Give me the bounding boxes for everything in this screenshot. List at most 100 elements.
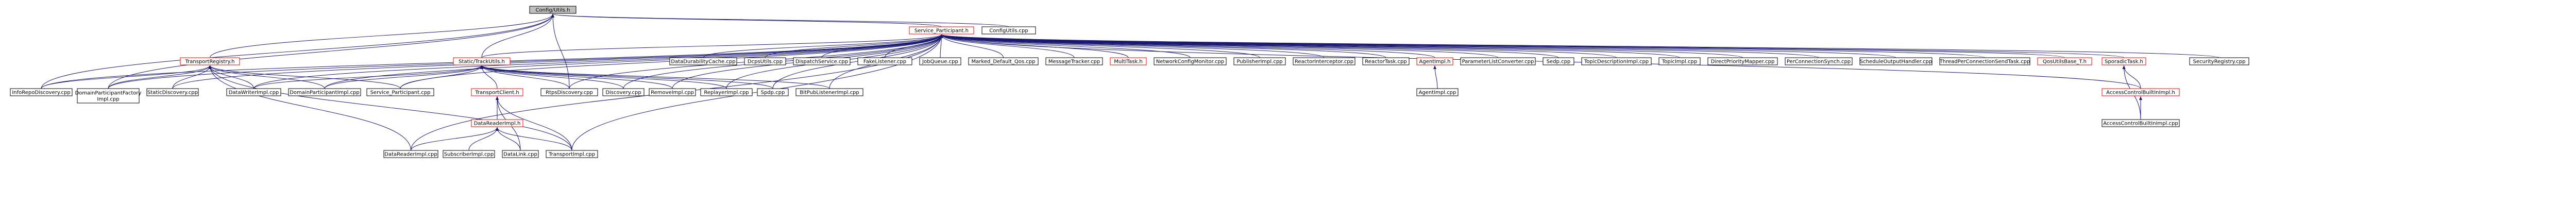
node-domain-participant-impl[interactable]: DomainParticipantImpl.cpp	[288, 88, 361, 96]
node-config-h[interactable]: Config/Utils.h	[529, 6, 577, 14]
node-info-repo-discovery[interactable]: InfoRepoDiscovery.cpp	[10, 88, 73, 96]
node-box[interactable]	[2102, 119, 2180, 127]
node-static-discovery[interactable]: StaticDiscovery.cpp	[146, 88, 199, 96]
node-box[interactable]	[77, 88, 140, 104]
node-box[interactable]	[529, 6, 577, 14]
node-message-tracker[interactable]: MessageTracker.cpp	[1045, 57, 1103, 65]
node-box[interactable]	[1859, 57, 1933, 65]
node-access-control-impl-cpp[interactable]: AccessControlBuiltInImpl.cpp	[2102, 119, 2180, 127]
node-agent-impl-cpp[interactable]: AgentImpl.cpp	[1416, 88, 1459, 96]
node-box[interactable]	[540, 88, 598, 96]
node-parameter-list-converter[interactable]: ParameterListConverter.cpp	[1460, 57, 1536, 65]
node-box[interactable]	[909, 26, 974, 35]
node-box[interactable]	[366, 88, 434, 96]
node-box[interactable]	[1416, 57, 1453, 65]
node-box[interactable]	[471, 88, 523, 96]
node-replayer-impl[interactable]: ReplayerImpl.cpp	[700, 88, 753, 96]
node-box[interactable]	[968, 57, 1039, 65]
node-thread-per-connection[interactable]: ThreadPerConnectionSendTask.cpp	[1939, 57, 2030, 65]
node-box[interactable]	[443, 150, 495, 158]
node-box[interactable]	[981, 26, 1036, 35]
node-publisher-impl[interactable]: PublisherImpl.cpp	[1233, 57, 1286, 65]
node-bit-pub-listener[interactable]: BitPubListenerImpl.cpp	[795, 88, 863, 96]
node-multi-task-h[interactable]: MultiTask.h	[1110, 57, 1147, 65]
node-config-cpp[interactable]: ConfigUtils.cpp	[981, 26, 1036, 35]
node-static-track-util-h[interactable]: Static/TrackUtils.h	[453, 57, 511, 65]
node-schedule-output-handler[interactable]: ScheduleOutputHandler.cpp	[1859, 57, 1933, 65]
node-box[interactable]	[2189, 57, 2249, 65]
node-topic-description-impl[interactable]: TopicDescriptionImpl.cpp	[1581, 57, 1652, 65]
node-data-reader-impl-h[interactable]: DataReaderImpl.h	[471, 119, 523, 127]
node-box[interactable]	[1110, 57, 1147, 65]
node-direct-priority-mapper[interactable]: DirectPriorityMapper.cpp	[1707, 57, 1778, 65]
node-box[interactable]	[1362, 57, 1410, 65]
node-security-registry[interactable]: SecurityRegistry.cpp	[2189, 57, 2249, 65]
node-box[interactable]	[288, 88, 361, 96]
node-sporadic-task-h[interactable]: SporadicTask.h	[2102, 57, 2146, 65]
node-marked-default-qos[interactable]: Marked_Default_Qos.cpp	[968, 57, 1039, 65]
node-rtps-discovery[interactable]: RtpsDiscovery.cpp	[540, 88, 598, 96]
node-box[interactable]	[795, 88, 863, 96]
node-box[interactable]	[1939, 57, 2030, 65]
node-topic-impl[interactable]: TopicImpl.cpp	[1658, 57, 1701, 65]
node-box[interactable]	[1416, 88, 1459, 96]
node-sedp-cpp[interactable]: Sedp.cpp	[1543, 57, 1574, 65]
node-box[interactable]	[602, 88, 645, 96]
node-box[interactable]	[383, 150, 438, 158]
node-dispatch-service[interactable]: DispatchService.cpp	[793, 57, 851, 65]
node-box[interactable]	[180, 57, 240, 65]
node-subscriber-impl-cpp[interactable]: SubscriberImpl.cpp	[443, 150, 495, 158]
node-box[interactable]	[471, 119, 523, 127]
node-box[interactable]	[1460, 57, 1536, 65]
node-box[interactable]	[1785, 57, 1853, 65]
node-box[interactable]	[1154, 57, 1227, 65]
node-discovery-cpp[interactable]: Discovery.cpp	[602, 88, 645, 96]
node-box[interactable]	[546, 150, 598, 158]
node-agent-impl-h[interactable]: AgentImpl.h	[1416, 57, 1453, 65]
node-box[interactable]	[757, 88, 789, 96]
node-service-participant-cpp[interactable]: Service_Participant.cpp	[366, 88, 434, 96]
node-data-reader-impl-cpp[interactable]: DataReaderImpl.cpp	[383, 150, 438, 158]
node-box[interactable]	[669, 57, 737, 65]
node-box[interactable]	[744, 57, 786, 65]
node-box[interactable]	[1658, 57, 1701, 65]
node-box[interactable]	[857, 57, 912, 65]
node-box[interactable]	[2037, 57, 2092, 65]
node-box[interactable]	[1543, 57, 1574, 65]
node-job-queue[interactable]: JobQueue.cpp	[919, 57, 961, 65]
node-box[interactable]	[793, 57, 851, 65]
node-box[interactable]	[1233, 57, 1286, 65]
node-service-participant-h[interactable]: Service_Participant.h	[909, 26, 974, 35]
node-qos-util-cpp-t[interactable]: QosUtilsBase_T.h	[2037, 57, 2092, 65]
node-box[interactable]	[700, 88, 753, 96]
node-per-connection-synch[interactable]: PerConnectionSynch.cpp	[1785, 57, 1853, 65]
node-box[interactable]	[649, 88, 696, 96]
node-data-durability-cache[interactable]: DataDurabilityCache.cpp	[669, 57, 737, 65]
node-transport-impl-cpp[interactable]: TransportImpl.cpp	[546, 150, 598, 158]
node-box[interactable]	[146, 88, 199, 96]
node-box[interactable]	[1293, 57, 1355, 65]
node-data-link-cpp[interactable]: DataLink.cpp	[502, 150, 539, 158]
node-access-control-impl-h[interactable]: AccessControlBuiltInImpl.h	[2102, 88, 2180, 96]
node-box[interactable]	[226, 88, 281, 96]
node-box[interactable]	[2102, 57, 2146, 65]
node-dcps-util[interactable]: DcpsUtils.cpp	[744, 57, 786, 65]
node-box[interactable]	[1045, 57, 1103, 65]
node-box[interactable]	[453, 57, 511, 65]
node-reactor-task[interactable]: ReactorTask.cpp	[1362, 57, 1410, 65]
node-transport-client-h[interactable]: TransportClient.h	[471, 88, 523, 96]
node-transport-registry-h[interactable]: TransportRegistry.h	[180, 57, 240, 65]
node-box[interactable]	[1581, 57, 1652, 65]
node-fake-listener[interactable]: FakeListener.cpp	[857, 57, 912, 65]
node-spdp-cpp[interactable]: Spdp.cpp	[757, 88, 789, 96]
node-box[interactable]	[502, 150, 539, 158]
node-reactor-interceptor[interactable]: ReactorInterceptor.cpp	[1293, 57, 1355, 65]
node-box[interactable]	[1707, 57, 1778, 65]
node-data-writer-impl[interactable]: DataWriterImpl.cpp	[226, 88, 281, 96]
node-box[interactable]	[919, 57, 961, 65]
node-remove-impl[interactable]: RemoveImpl.cpp	[649, 88, 696, 96]
node-box[interactable]	[2102, 88, 2180, 96]
node-network-config-monitor[interactable]: NetworkConfigMonitor.cpp	[1154, 57, 1227, 65]
node-box[interactable]	[10, 88, 73, 96]
